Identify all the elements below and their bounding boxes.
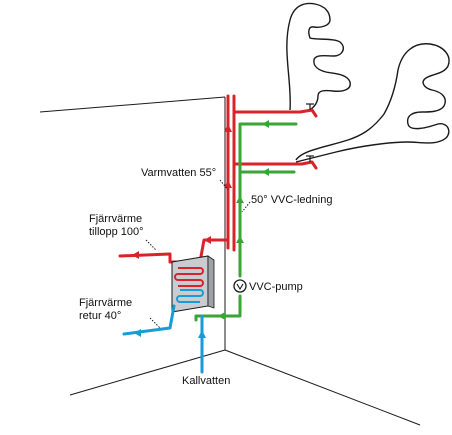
label-district-supply-line2: tillopp 100°: [89, 226, 144, 238]
district-return-pipe: [122, 304, 176, 336]
steam-swirl-upper: [286, 2, 351, 113]
hot-arrow-up-1: [224, 124, 232, 132]
label-leaders: [145, 179, 251, 329]
district-supply-pipe: [118, 252, 178, 264]
vvc-arrow-down-2: [236, 236, 244, 243]
cold-water-pipes: [122, 304, 204, 374]
tap-valves: [306, 103, 314, 162]
vvc-pump-symbol: [233, 279, 247, 293]
exchanger-cold-coil: [176, 289, 204, 303]
cold-arrow-up: [198, 330, 206, 338]
floor-line-left: [69, 349, 226, 396]
room-outline: [39, 96, 421, 426]
label-vvc-pump: VVC-pump: [249, 281, 303, 293]
vvc-arrow-down-1: [236, 196, 244, 203]
label-hot-water: Varmvatten 55°: [141, 167, 216, 179]
label-cold-water: Kallvatten: [182, 375, 230, 387]
hot-arrow-right: [204, 236, 211, 244]
label-district-return-line1: Fjärrvärme: [79, 297, 132, 309]
floor-line-right: [224, 349, 421, 426]
supply-arrow-right: [132, 251, 139, 259]
label-district-return-line2: retur 40°: [79, 310, 121, 322]
label-district-supply-line1: Fjärrvärme: [89, 213, 142, 225]
hot-arrows: [132, 124, 232, 259]
vvc-return-upper: [238, 122, 298, 278]
steam-swirls: [286, 2, 450, 163]
vvc-arrow-left-1: [262, 120, 269, 128]
circulation-arrows: [218, 120, 269, 320]
steam-swirl-lower: [295, 43, 450, 163]
cold-arrows: [134, 329, 206, 338]
vvc-arrow-left-2: [262, 168, 269, 176]
exchanger-hot-coil: [174, 267, 204, 287]
vvc-arrow-left-3: [218, 312, 225, 320]
hot-arrow-up-2: [224, 180, 232, 188]
hot-water-pipes: [118, 94, 318, 264]
return-arrow-left: [134, 329, 141, 337]
label-vvc-line: 50° VVC-ledning: [251, 194, 332, 206]
heat-exchanger: [171, 255, 215, 313]
hot-branch-lower: [232, 160, 318, 170]
hot-branch-upper: [232, 108, 318, 118]
